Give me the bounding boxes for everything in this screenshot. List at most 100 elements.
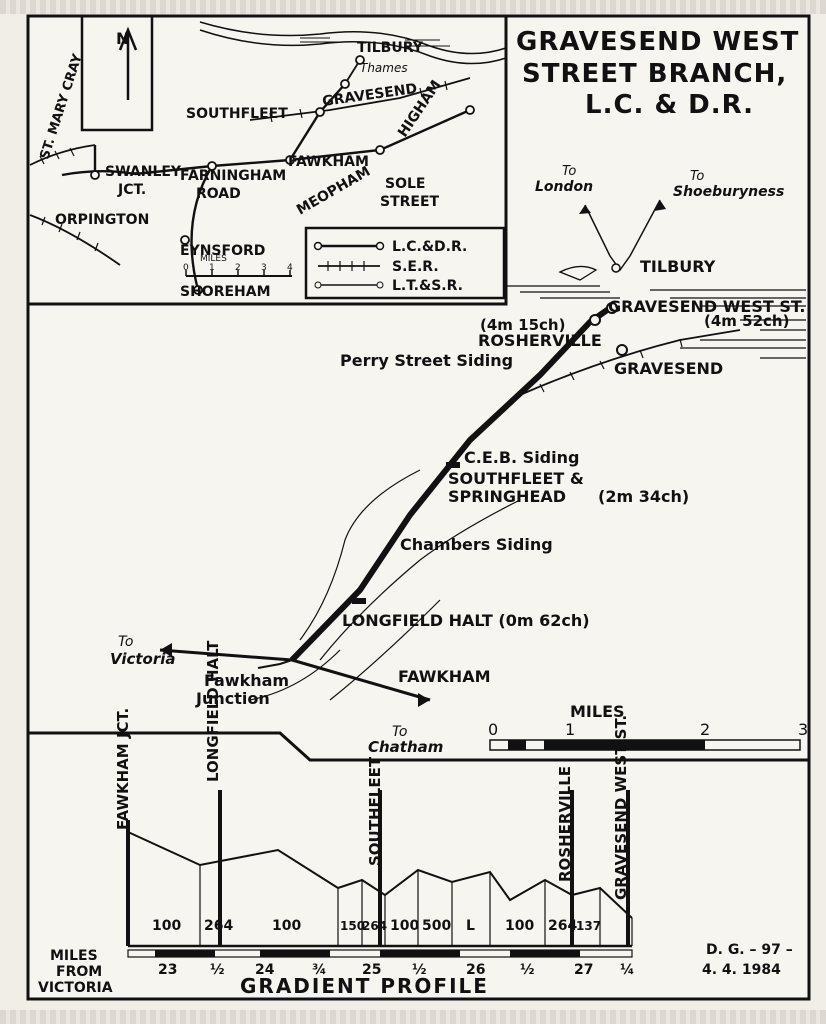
inset-scale-tick: 3 (261, 263, 267, 273)
title-line-1: GRAVESEND WEST (516, 27, 799, 57)
title-line-3: L.C. & D.R. (585, 90, 754, 120)
thames-river (199, 21, 507, 55)
bleed-through-text-top (0, 0, 826, 14)
mile-post: 24 (255, 962, 275, 978)
main-scale-bar (489, 739, 801, 751)
swanley-jct-label: JCT. (117, 182, 146, 198)
arrow-to-victoria-icon (160, 643, 172, 657)
title-line-2: STREET BRANCH, (522, 59, 787, 89)
mile-post: 25 (362, 962, 381, 978)
legend: L.C.&D.R. S.E.R. L.T.&S.R. (304, 226, 506, 300)
gradient-value: 100 (505, 918, 534, 934)
farningham-road-label: ROAD (196, 186, 241, 202)
inset-fawkham-label: FAWKHAM (288, 154, 369, 170)
mile-post: 23 (158, 962, 177, 978)
profile-miles-bar (127, 949, 633, 958)
to-shoeburyness-label: To (690, 169, 704, 184)
mile-post: 26 (466, 962, 485, 978)
north-arrow-box (80, 14, 154, 132)
credit-date: 4. 4. 1984 (702, 962, 781, 978)
southfleet-distance: (2m 34ch) (598, 487, 689, 506)
thames-river-bank (199, 29, 507, 65)
profile-station-fawkham-jct: FAWKHAM JCT. (114, 708, 132, 830)
lcdr-lines (61, 83, 471, 291)
orpington-label: ORPINGTON (55, 212, 149, 228)
profile-station-gravesend-west: GRAVESEND WEST ST. (612, 715, 630, 900)
main-scale-tick: 2 (700, 720, 710, 739)
north-label: N (116, 29, 129, 48)
main-scale-tick: 3 (798, 720, 808, 739)
shoreham-label: SHOREHAM (180, 284, 271, 300)
southfleet-platform (446, 462, 460, 468)
victoria-label: Victoria (110, 650, 176, 668)
miles-from-victoria-label-2: FROM (56, 964, 102, 980)
gradient-value: 500 (422, 918, 451, 934)
main-fawkham-label: FAWKHAM (398, 667, 491, 686)
inset-tilbury-label: TILBURY (357, 40, 424, 56)
main-scale-label: MILES (570, 702, 625, 721)
credit-line-1: D. G. – 97 – (706, 942, 793, 958)
inset-scale-tick: 2 (235, 263, 241, 273)
gradient-value: 100 (390, 918, 419, 934)
perry-street-siding-label: Perry Street Siding (340, 351, 513, 370)
gradient-value: L (466, 918, 475, 934)
inset-scale-tick: 0 (183, 263, 189, 273)
north-arrow-icon (118, 26, 138, 100)
thames-label: Thames (360, 61, 408, 75)
mile-post: ½ (520, 962, 535, 978)
gradient-value: 100 (272, 918, 301, 934)
main-scale-tick: 1 (565, 720, 575, 739)
inset-scale-label: MILES (200, 254, 227, 264)
gradient-profile: FAWKHAM JCT. LONGFIELD HALT SOUTHFLEET R… (38, 640, 793, 998)
gradient-value: 150 (340, 919, 365, 933)
arrow-to-london-icon (579, 205, 591, 214)
farningham-label: FARNINGHAM (180, 168, 286, 184)
miles-from-victoria-label-1: MILES (50, 948, 98, 964)
sole-label: SOLE (385, 176, 425, 192)
to-chatham-label: To (392, 724, 407, 740)
longfield-platform (352, 598, 366, 604)
rosherville-label: ROSHERVILLE (478, 331, 602, 350)
thames-shoreline (506, 265, 806, 359)
inset-scale-tick: 4 (287, 263, 293, 273)
gradient-value: 264 (204, 918, 233, 934)
sole-street-label: STREET (380, 194, 440, 210)
inset-frame (26, 14, 508, 306)
to-victoria-label: To (118, 634, 133, 650)
roads (249, 469, 521, 701)
legend-ser: S.E.R. (392, 259, 439, 275)
arrow-to-chatham-icon (418, 693, 430, 707)
main-gravesend-label: GRAVESEND (614, 359, 723, 378)
inset-southfleet-label: SOUTHFLEET (186, 106, 288, 122)
mile-post: ¼ (620, 962, 635, 978)
bleed-through-text-bottom (0, 1010, 826, 1024)
mile-post: 27 (574, 962, 593, 978)
southfleet-label-1: SOUTHFLEET & (448, 469, 584, 488)
ser-hatches (39, 80, 448, 252)
gradient-value: 264 (362, 919, 387, 933)
tilbury-station (611, 263, 621, 273)
profile-station-southfleet: SOUTHFLEET (366, 756, 384, 866)
main-tilbury-label: TILBURY (640, 257, 716, 276)
mile-post: ½ (412, 962, 427, 978)
legend-lcdr: L.C.&D.R. (392, 239, 467, 255)
profile-divider (28, 731, 809, 762)
gradient-profile-title: GRADIENT PROFILE (240, 974, 489, 998)
profile-station-markers (126, 790, 630, 946)
chatham-label: Chatham (368, 738, 443, 756)
southfleet-label-2: SPRINGHEAD (448, 487, 566, 506)
rosherville-distance: (4m 15ch) (480, 316, 565, 334)
legend-ltsr: L.T.&S.R. (392, 278, 463, 294)
fawkham-junction-label-1: Fawkham (204, 671, 289, 690)
london-label: London (535, 179, 593, 195)
inset-stations (90, 55, 475, 295)
inset-scale-tick: 1 (209, 263, 215, 273)
gradient-value: 100 (152, 918, 181, 934)
fawkham-junction-label-2: Junction (195, 689, 270, 708)
main-stations (589, 302, 628, 356)
ceb-siding-label: C.E.B. Siding (464, 448, 579, 467)
mile-post: ¾ (312, 962, 327, 978)
arrow-to-shoeburyness-icon (654, 200, 666, 211)
gravesend-west-distance: (4m 52ch) (704, 312, 789, 330)
